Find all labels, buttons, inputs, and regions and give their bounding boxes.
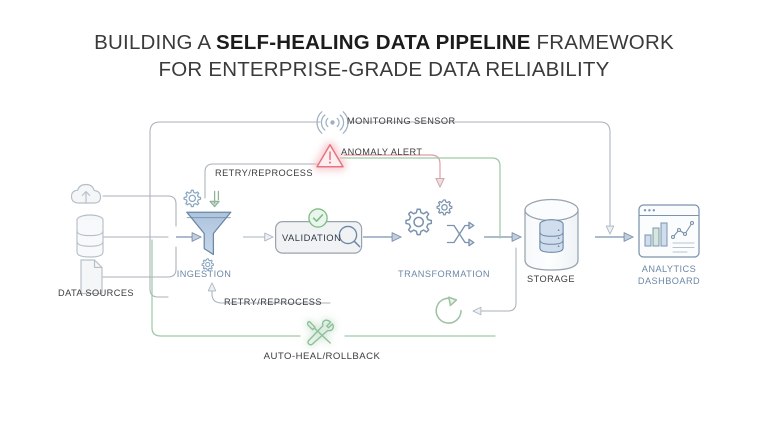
title-bold: SELF-HEALING DATA PIPELINE [216,31,531,54]
cloud-upload-icon [70,183,102,204]
magnifier-icon [338,225,361,248]
database-icon [76,214,104,258]
small-gear-icon [201,258,214,271]
label-data-sources: DATA SOURCES [57,288,135,298]
label-ingestion: INGESTION [176,269,232,279]
check-circle-icon [308,208,328,228]
signal-waves-icon [316,111,349,134]
label-anomaly-alert: ANOMALY ALERT [341,147,423,157]
small-gear-icon [436,199,453,216]
gear-icon [405,208,433,236]
label-validation: VALIDATION [282,232,342,243]
label-retry-reprocess-top: RETRY/REPROCESS [215,168,313,178]
title-line-2: FOR ENTERPRISE-GRADE DATA RELIABILITY [158,57,610,81]
wrench-screwdriver-icon [306,319,335,346]
label-transformation: TRANSFORMATION [398,269,490,279]
page-title: BUILDING A SELF-HEALING DATA PIPELINE FR… [0,30,768,83]
label-analytics-dashboard: ANALYTICS DASHBOARD [638,264,700,287]
label-retry-reprocess-bottom: RETRY/REPROCESS [224,297,322,307]
title-pre: BUILDING A [94,31,216,54]
download-arrow-icon [209,190,220,208]
line-chart-icon [670,220,695,240]
label-auto-heal-rollback: AUTO-HEAL/ROLLBACK [263,351,381,362]
label-analytics-line2: DASHBOARD [637,275,701,286]
database-icon [539,219,564,253]
document-icon [80,259,103,295]
label-monitoring-sensor: MONITORING SENSOR [347,116,456,126]
bar-chart-icon [644,222,668,247]
title-line-1: BUILDING A SELF-HEALING DATA PIPELINE FR… [0,30,768,57]
circular-refresh-icon [435,296,462,324]
title-post: FRAMEWORK [530,31,674,54]
gear-icon [183,189,202,208]
label-analytics-line1: ANALYTICS [641,264,697,274]
warning-triangle-icon [316,144,344,168]
browser-window-icon [638,204,700,258]
shuffle-arrows-icon [446,221,475,247]
label-storage: STORAGE [527,274,575,284]
funnel-icon [186,211,232,256]
